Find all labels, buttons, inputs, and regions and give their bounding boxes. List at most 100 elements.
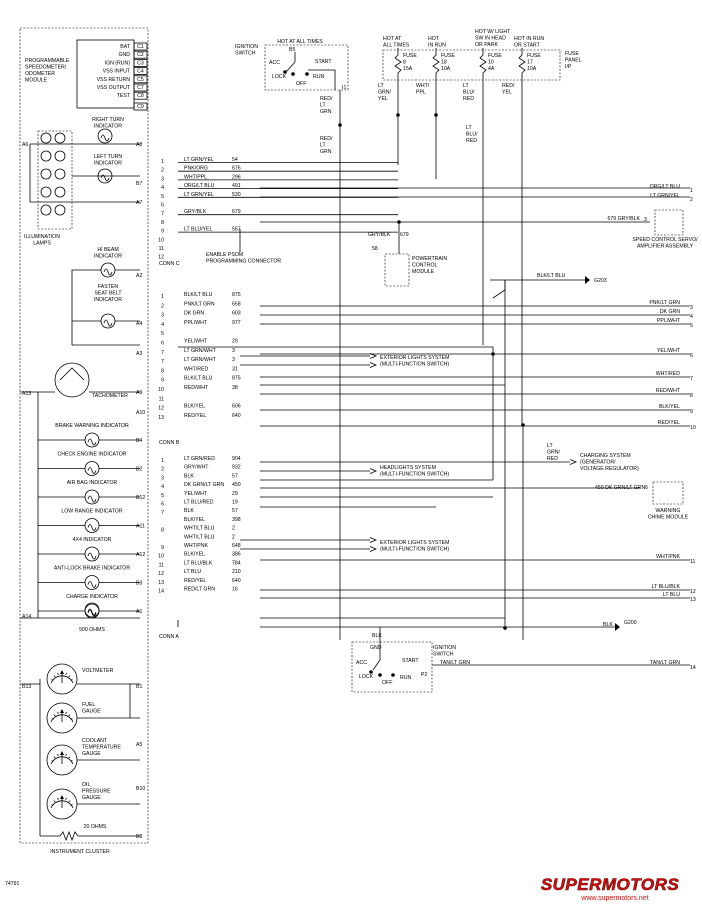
ignition-switch-top-label: SWITCH [235, 51, 256, 57]
conn-c-circuit: 54 [232, 157, 238, 163]
ign-hot-label: HOT AT ALL TIMES [277, 39, 323, 45]
conn-c-pin: 9 [161, 229, 164, 235]
ign-top-wire2-label: GRN [320, 149, 332, 155]
conn-b-right-color: RED/YEL [658, 420, 680, 426]
conn-b-right-pin: 8 [690, 393, 693, 399]
ground-icon [585, 276, 590, 284]
ohms500-label: 500 OHMS [79, 627, 105, 633]
conn-a-circuit: 450 [232, 482, 241, 488]
conn-b-color: PPL/WHT [184, 320, 208, 326]
conn-b-pin: 3 [161, 313, 164, 319]
conn-b-color: LT GRN/WHT [184, 348, 217, 354]
conn-b-pin: 10 [158, 387, 164, 393]
gauge-tick [65, 672, 67, 675]
conn-a-right-pin: 13 [690, 597, 696, 603]
conn-b-right-pin: 3 [690, 305, 693, 311]
ign-top-wire-label: RED/ [320, 96, 333, 102]
conn-c-pin: 7 [161, 211, 164, 217]
indicator-label: LOW RANGE INDICATOR [61, 509, 122, 515]
speed-pin: 3 [644, 217, 647, 223]
conn-a-right-pin: 12 [690, 589, 696, 595]
ign-start: START [315, 59, 332, 65]
fuse-label: 10A [527, 66, 537, 72]
fuse-hot-label: SW IN HEAD [475, 36, 506, 42]
fuse-label: 15A [403, 66, 413, 72]
conn-c-label: CONN C [159, 261, 180, 267]
conn-a-circuit: 398 [232, 517, 241, 523]
ign-b-title: SWITCH [433, 652, 454, 658]
conn-c-color: WHT/PPL [184, 174, 207, 180]
coolant-gauge-label: TEMPERATURE [82, 745, 121, 751]
ignition-switch-bottom-box [351, 641, 433, 693]
conn-a-circuit: 16 [232, 587, 238, 593]
pscm-pin-id: C2 [137, 52, 144, 58]
conn-a-pin: 5 [161, 493, 164, 499]
tan-left: TAN/LT GRN [440, 660, 470, 666]
ign-b-run: RUN [400, 675, 411, 681]
fuse-label: FUSE [488, 53, 502, 59]
gauge-needle-head [60, 795, 64, 799]
logo-bg [522, 872, 697, 900]
conn-a-color: WHT/PNK [184, 543, 208, 549]
right-turn-label: INDICATOR [94, 124, 122, 130]
gauge-tick [65, 797, 67, 800]
lamp-filament [100, 174, 110, 182]
pcm-num: 58 [372, 246, 378, 252]
illumination-lamp-icon [40, 186, 52, 198]
conn-a-color: RED/YEL [184, 578, 206, 584]
pin-b7: B7 [136, 181, 142, 187]
ign-contact [283, 70, 287, 74]
gauge-tick [57, 753, 59, 756]
conn-b-right-pin: 6 [690, 353, 693, 359]
pcm-label: POWERTRAIN [412, 256, 447, 262]
lamp-filament [87, 581, 97, 588]
headlights-label: (MULTI-FUNCTION SWITCH) [380, 472, 449, 478]
fuse-panel-label: I/P [565, 64, 572, 70]
hi-beam-label: INDICATOR [94, 254, 122, 260]
conn-c-color: ORG/LT BLU [184, 183, 215, 189]
illumination-lamp-icon [54, 132, 66, 144]
fuse-label: 10A [441, 66, 451, 72]
ign-lock: LOCK [272, 74, 287, 80]
conn-a-color: LT BLU/RED [184, 500, 214, 506]
ign-i1: I1 [342, 85, 346, 91]
right-turn-lamp-icon [97, 128, 113, 144]
conn-b-circuit: 875 [232, 376, 241, 382]
fuse-wire-label: GRN/ [378, 90, 392, 96]
splice-dot [434, 113, 438, 117]
wire [372, 627, 381, 671]
charging-label: CHARGING SYSTEM [580, 453, 631, 459]
conn-a-color: DK GRN/LT GRN [184, 482, 224, 488]
pcm-label: CONTROL [412, 263, 437, 269]
ign-top-wire-label: GRN [320, 109, 332, 115]
chime-pin: 6 [645, 485, 648, 491]
conn-b-label: CONN B [159, 440, 180, 446]
arrow [369, 468, 378, 474]
speed-control-label: AMPLIFIER ASSEMBLY [637, 244, 694, 250]
conn-a-label: CONN A [159, 634, 179, 640]
conn-a-color: GRY/WHT [184, 465, 209, 471]
conn-b-circuit: 3 [232, 357, 235, 363]
conn-a-circuit: 57 [232, 473, 238, 479]
conn-a-circuit: 386 [232, 552, 241, 558]
conn-b-color: BLK/YEL [184, 404, 205, 410]
speed-control-box [654, 209, 684, 236]
right-c4: ORG/LT BLU [650, 184, 681, 190]
fuse-label: 17 [527, 60, 533, 66]
pin-a5: A5 [136, 742, 142, 748]
conn-a-circuit: 932 [232, 465, 241, 471]
psom-label: ENABLE PSOM [206, 252, 243, 258]
ign-top-wire2-label: LT [320, 143, 326, 149]
indicator-label: BRAKE WARNING INDICATOR [55, 423, 129, 429]
gauge-tick [51, 760, 54, 762]
conn-a-color: BLK [184, 508, 194, 514]
fuse-hot-label: HOT IN RUN [514, 36, 544, 42]
lamp-filament [87, 495, 97, 503]
pin-b13: B13 [22, 684, 31, 690]
lamp-filament [87, 438, 97, 446]
fuse-wire-extra-label: BLU/ [466, 132, 478, 138]
conn-a-pin: 3 [161, 475, 164, 481]
ign-top-wire2-label: RED/ [320, 136, 333, 142]
oil-gauge-label: OIL [82, 782, 90, 788]
splice-dot [338, 123, 342, 127]
